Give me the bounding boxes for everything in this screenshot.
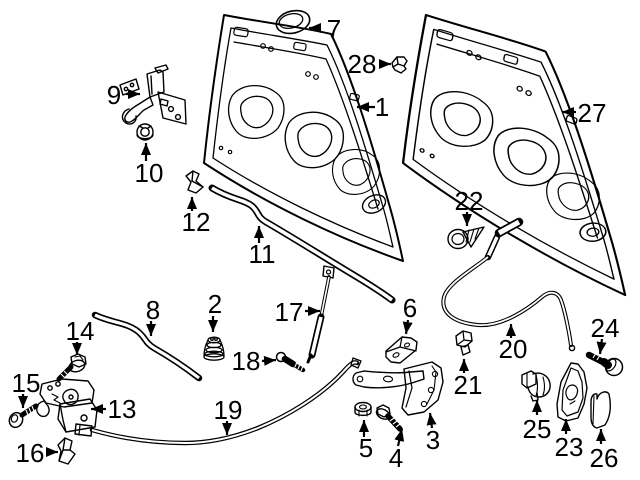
callout-27: 27 — [562, 98, 606, 128]
callout-number-10: 10 — [135, 158, 164, 188]
callout-number-15: 15 — [12, 368, 41, 398]
callout-number-28: 28 — [348, 49, 377, 79]
callout-6: 6 — [402, 293, 417, 335]
prop-rod-17-drawing — [306, 265, 335, 364]
callout-number-4: 4 — [389, 443, 403, 473]
clip-16-drawing — [57, 437, 76, 465]
clip-21-drawing — [455, 330, 473, 356]
callout-number-25: 25 — [523, 414, 552, 444]
callout-number-27: 27 — [578, 98, 607, 128]
callout-number-2: 2 — [208, 289, 222, 319]
callout-number-12: 12 — [182, 207, 211, 237]
callout-arrow-18 — [261, 355, 277, 366]
bracket-6-drawing — [385, 336, 418, 364]
callout-20: 20 — [499, 324, 528, 364]
callout-number-19: 19 — [214, 395, 243, 425]
bolt-4-drawing — [375, 404, 403, 432]
callout-21: 21 — [454, 359, 483, 400]
callouts-layer: 1234567891011121314151617181920212223242… — [12, 14, 620, 473]
callout-number-9: 9 — [107, 80, 121, 110]
callout-9: 9 — [107, 80, 140, 110]
callout-number-20: 20 — [499, 334, 528, 364]
clip-28-drawing — [391, 56, 408, 74]
latch-13-drawing — [36, 378, 98, 433]
cover-26-drawing — [590, 391, 611, 429]
callout-number-11: 11 — [249, 239, 276, 269]
callout-number-14: 14 — [66, 316, 95, 346]
front-seal-11-drawing — [208, 184, 396, 304]
callout-number-3: 3 — [426, 425, 440, 455]
nut-10-drawing — [136, 123, 154, 141]
callout-23: 23 — [555, 419, 584, 462]
callout-number-1: 1 — [375, 92, 389, 122]
hinge-9-drawing — [119, 64, 187, 125]
callout-arrow-4 — [394, 428, 405, 447]
callout-arrow-6 — [402, 319, 413, 335]
callout-number-16: 16 — [16, 438, 45, 468]
grommet-22-drawing — [447, 226, 485, 250]
callout-16: 16 — [16, 438, 58, 468]
callout-10: 10 — [135, 143, 164, 188]
callout-24: 24 — [591, 313, 620, 355]
callout-17: 17 — [275, 297, 320, 327]
callout-number-13: 13 — [108, 394, 137, 424]
nut-5-drawing — [354, 401, 372, 417]
bolt-24-drawing — [585, 351, 624, 377]
callout-25: 25 — [523, 400, 552, 444]
callout-number-21: 21 — [454, 370, 483, 400]
striker-23-drawing — [556, 362, 588, 422]
callout-8: 8 — [146, 295, 160, 336]
callout-arrow-3 — [426, 412, 437, 429]
callout-number-24: 24 — [591, 313, 620, 343]
callout-number-7: 7 — [327, 14, 341, 44]
callout-11: 11 — [249, 226, 276, 269]
callout-4: 4 — [389, 428, 405, 473]
artwork-layer — [8, 9, 626, 465]
callout-number-23: 23 — [555, 432, 584, 462]
clip-12-drawing — [185, 170, 204, 194]
callout-22: 22 — [455, 186, 484, 226]
side-seal-8-drawing — [91, 311, 203, 382]
oval-plug-7-drawing — [275, 9, 311, 35]
callout-number-26: 26 — [590, 443, 619, 473]
callout-2: 2 — [208, 289, 222, 332]
callout-28: 28 — [348, 49, 391, 79]
callout-12: 12 — [182, 197, 211, 237]
callout-number-17: 17 — [275, 297, 304, 327]
callout-15: 15 — [12, 368, 41, 408]
callout-26: 26 — [590, 429, 619, 473]
callout-number-6: 6 — [403, 293, 417, 323]
screw-15-drawing — [8, 403, 39, 429]
callout-arrow-24 — [596, 338, 607, 355]
callout-18: 18 — [232, 346, 277, 376]
callout-1: 1 — [357, 92, 389, 122]
callout-number-22: 22 — [455, 186, 484, 216]
callout-number-18: 18 — [232, 346, 261, 376]
callout-number-8: 8 — [146, 295, 160, 325]
callout-14: 14 — [66, 316, 95, 355]
bracket-3-drawing — [352, 361, 444, 416]
callout-3: 3 — [426, 412, 440, 455]
callout-number-5: 5 — [359, 433, 373, 463]
callout-13: 13 — [91, 394, 136, 424]
bumper-2-drawing — [203, 336, 225, 361]
release-cable-20-drawing — [441, 217, 576, 352]
callout-7: 7 — [309, 14, 341, 44]
callout-5: 5 — [359, 420, 373, 463]
callout-19: 19 — [214, 395, 243, 435]
stud-18-drawing — [275, 351, 306, 373]
